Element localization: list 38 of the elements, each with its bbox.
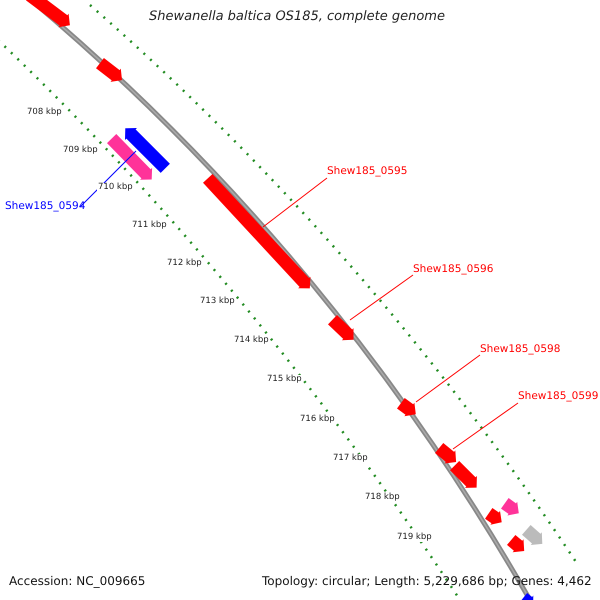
tick-label: 719 kbp: [396, 533, 433, 542]
gene-feature: [506, 535, 524, 552]
gene-label: Shew185_0598: [480, 344, 560, 356]
gene-label: Shew185_0599: [518, 391, 598, 403]
gene-feature: [522, 525, 542, 546]
leader-line: [416, 354, 480, 402]
leader-line: [80, 150, 136, 208]
tick-label: 708 kbp: [26, 108, 63, 118]
tick-label: 713 kbp: [199, 297, 236, 306]
tick-label: 717 kbp: [332, 454, 369, 464]
gene-feature: [450, 461, 478, 488]
leader-line: [350, 274, 414, 320]
gene-feature: [203, 174, 311, 288]
gene-feature: [397, 398, 416, 416]
info-text: Accession: NC_009665: [9, 575, 146, 588]
gene-feature: [107, 134, 152, 180]
tick-label: 710 kbp: [97, 183, 134, 192]
tick-label: 718 kbp: [364, 493, 401, 502]
leader-line: [262, 178, 328, 228]
tick-label: 716 kbp: [299, 415, 336, 424]
tick-label: 711 kbp: [131, 221, 168, 230]
gene-feature: [434, 442, 456, 464]
gene-label: Shew185_0594: [5, 201, 86, 213]
tick-label: 712 kbp: [166, 259, 203, 268]
gene-feature: [26, 0, 70, 27]
gene-feature: [124, 128, 170, 173]
gene-feature: [328, 315, 354, 341]
tick-label: 715 kbp: [266, 375, 303, 384]
info-text: Topology: circular; Length: 5,229,686 bp; Genes: 4,462: [262, 575, 592, 588]
gene-feature: [96, 58, 122, 82]
leader-line: [452, 402, 518, 450]
title: Shewanella baltica OS185, complete genome: [148, 10, 446, 24]
gene-label: Shew185_0595: [327, 166, 408, 178]
tick-label: 714 kbp: [233, 336, 270, 346]
gene-feature: [485, 508, 502, 524]
gene-label: Shew185_0596: [413, 264, 494, 276]
gene-feature: [501, 498, 519, 516]
tick-label: 709 kbp: [62, 146, 99, 156]
